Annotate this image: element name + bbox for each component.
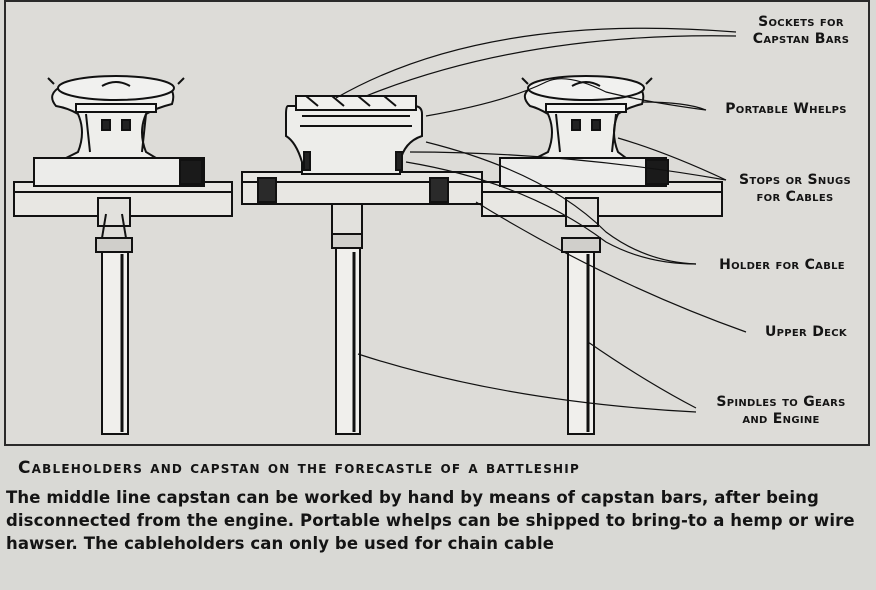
- capstan-drawing: [13, 27, 747, 435]
- label-upper-deck: Upper Deck: [765, 324, 847, 340]
- illustration-frame: Sockets for Capstan Bars Portable Whelps…: [4, 0, 870, 446]
- label-portable-whelps: Portable Whelps: [725, 101, 847, 117]
- label-sockets-for-capstan-bars: Sockets for Capstan Bars: [752, 14, 850, 47]
- middle-capstan: [241, 95, 483, 435]
- left-cableholder: [13, 75, 233, 435]
- label-spindles: Spindles to Gears and Engine: [716, 394, 846, 427]
- caption-title: Cableholders and capstan on the forecast…: [18, 458, 580, 478]
- leader-lines: [335, 27, 747, 413]
- right-cableholder: [481, 75, 723, 435]
- caption-body: The middle line capstan can be worked by…: [6, 488, 855, 553]
- label-stops-or-snugs: Stops or Snugs for Cables: [738, 172, 852, 205]
- label-holder-for-cable: Holder for Cable: [719, 257, 845, 273]
